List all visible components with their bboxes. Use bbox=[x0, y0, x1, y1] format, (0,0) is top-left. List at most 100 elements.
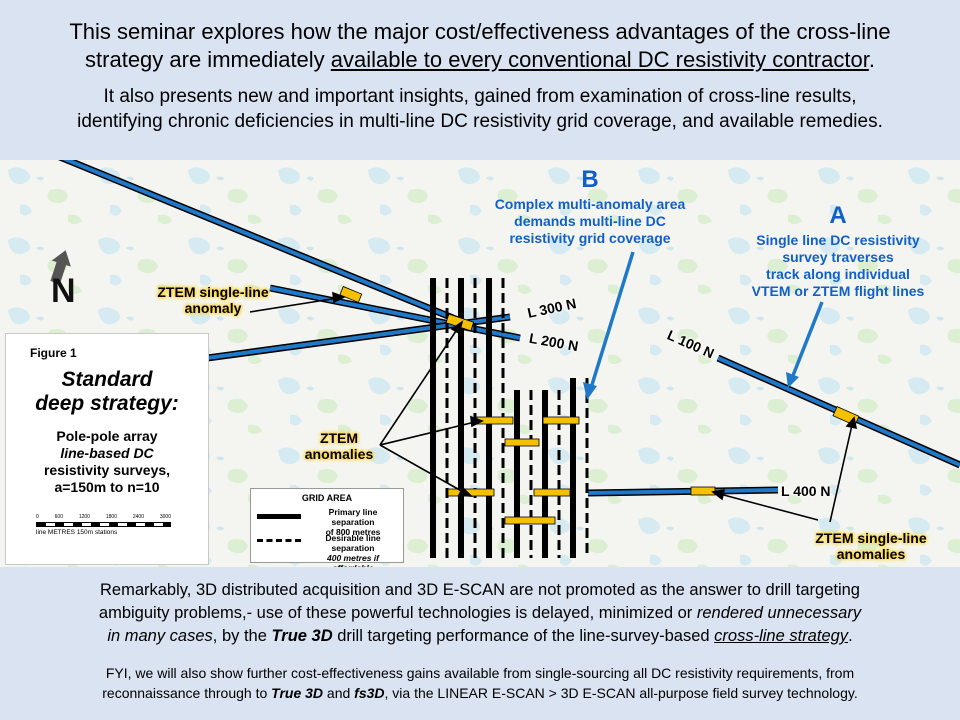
figure-title-line1: Standard bbox=[61, 368, 153, 391]
anomaly-marker bbox=[504, 516, 556, 525]
footer-p1-text: , by the bbox=[212, 627, 272, 645]
anomaly-marker bbox=[690, 486, 716, 496]
arrow-line bbox=[719, 493, 819, 521]
label-b-letter: B bbox=[581, 166, 599, 193]
footer-paragraph-1: Remarkably, 3D distributed acquisition a… bbox=[20, 579, 940, 648]
footer-p2-true3d: True 3D bbox=[271, 685, 324, 701]
anomaly-marker bbox=[504, 438, 540, 447]
footer-p1-text-2: drill targeting performance of the line-… bbox=[332, 627, 715, 645]
arrow-line bbox=[249, 297, 339, 313]
label-ztem-single-line2: anomaly bbox=[184, 300, 242, 316]
footer-p1-italic: rendered unnecessary bbox=[696, 604, 862, 622]
arrow-head bbox=[711, 488, 726, 501]
label-a-line3: track along individual bbox=[766, 266, 910, 282]
footer-p1-crossline: cross-line strategy bbox=[714, 627, 849, 645]
header-line3-text: identifying chronic deficiencies in mult… bbox=[77, 111, 883, 132]
anomaly-marker bbox=[339, 286, 363, 303]
footer-p1-italic-2: in many cases bbox=[107, 627, 213, 645]
anomaly-marker bbox=[533, 488, 571, 497]
label-ztem-single: ZTEM single-line anomaly bbox=[140, 284, 286, 316]
label-a-line4: VTEM or ZTEM flight lines bbox=[751, 283, 925, 299]
arrow-head bbox=[457, 486, 474, 497]
label-ztem-anomalies-line1: ZTEM bbox=[319, 430, 359, 446]
label-ztem-anomalies: ZTEM anomalies bbox=[294, 430, 384, 462]
scale-tick: 600 bbox=[54, 514, 63, 520]
scale-tick: 0 bbox=[36, 514, 39, 520]
flight-lines bbox=[29, 160, 960, 497]
figure-desc-line2: line-based DC bbox=[60, 445, 154, 461]
scale-tick: 3000 bbox=[159, 514, 171, 520]
footer-panel: Remarkably, 3D distributed acquisition a… bbox=[0, 567, 960, 720]
figure-desc-line3: resistivity surveys, bbox=[43, 462, 171, 478]
north-arrow-icon bbox=[50, 250, 71, 285]
label-l400: L 400 N bbox=[781, 483, 831, 499]
pointer-arrows bbox=[249, 291, 858, 523]
header-underlined-text: available to every conventional DC resis… bbox=[330, 47, 869, 72]
arrow-head bbox=[470, 415, 485, 428]
scale-bar: 0 600 1200 1800 2400 3000 line METRES 15… bbox=[36, 514, 171, 544]
flight-line-upper bbox=[61, 160, 471, 327]
header-panel: This seminar explores how the major cost… bbox=[0, 0, 960, 160]
legend-desirable-line2: 400 metres if affordable bbox=[327, 553, 379, 567]
figure-description: Pole-pole array line-based DC resistivit… bbox=[6, 428, 208, 496]
figure-desc-line1: Pole-pole array bbox=[56, 428, 158, 444]
label-ztem-anomalies-line2: anomalies bbox=[304, 446, 374, 462]
flight-line-l300 bbox=[269, 286, 521, 340]
scale-tick: 1200 bbox=[78, 514, 90, 520]
label-a-letter: A bbox=[829, 202, 847, 229]
figure-caption-box: Figure 1 Standard deep strategy: Pole-po… bbox=[5, 333, 209, 565]
footer-p1-period: . bbox=[848, 627, 853, 645]
arrow-a-line bbox=[790, 301, 824, 379]
blue-arrows bbox=[583, 251, 824, 400]
footer-p2-and: and bbox=[323, 685, 355, 701]
arrow-line bbox=[379, 327, 459, 446]
label-a-line1: Single line DC resistivity bbox=[756, 232, 920, 248]
footer-paragraph-2: FYI, we will also show further cost-effe… bbox=[10, 663, 950, 703]
figure-title: Standard deep strategy: bbox=[6, 368, 208, 416]
arrow-a-head bbox=[786, 372, 799, 388]
label-b-line2: demands multi-line DC bbox=[514, 213, 666, 229]
footer-p2-end: , via the LINEAR E-SCAN > 3D E-SCAN all-… bbox=[384, 685, 858, 701]
footer-p1-line2: ambiguity problems,- use of these powerf… bbox=[98, 604, 697, 622]
legend-desirable-line1: Desirable line separation bbox=[325, 533, 381, 553]
survey-map: N Figure 1 Standard deep strategy: Pole-… bbox=[0, 160, 960, 567]
label-ztem-singles-line2: anomalies bbox=[836, 546, 906, 562]
scale-tick: 2400 bbox=[132, 514, 144, 520]
scale-caption: line METRES 150m stations bbox=[36, 529, 118, 536]
header-line1b-text: strategy are immediately bbox=[85, 47, 331, 72]
label-b-line1: Complex multi-anomaly area bbox=[494, 196, 686, 212]
footer-p2-fs3d: fs3D bbox=[354, 685, 385, 701]
arrow-line bbox=[379, 421, 476, 446]
legend-primary: Primary line separation of 800 metres bbox=[307, 507, 399, 537]
arrow-b-head bbox=[583, 382, 597, 400]
footer-p2-line2: reconnaissance through to bbox=[102, 685, 272, 701]
arrow-line bbox=[829, 424, 853, 523]
figure-desc-line4: a=150m to n=10 bbox=[54, 479, 160, 495]
label-b-text: Complex multi-anomaly area demands multi… bbox=[470, 196, 710, 247]
label-ztem-single-line1: ZTEM single-line bbox=[157, 284, 269, 300]
flight-line-l400 bbox=[587, 488, 779, 495]
figure-title-line2: deep strategy: bbox=[35, 392, 179, 415]
footer-p1-true3d: True 3D bbox=[271, 627, 333, 645]
anomaly-markers bbox=[339, 286, 860, 525]
grid-legend: GRID AREA Primary line separation of 800… bbox=[250, 488, 404, 567]
header-line1-text: This seminar explores how the major cost… bbox=[69, 19, 891, 44]
figure-label: Figure 1 bbox=[30, 346, 77, 360]
scale-bar-graphic bbox=[36, 522, 171, 527]
arrow-head bbox=[845, 416, 858, 430]
label-a-text: Single line DC resistivity survey traver… bbox=[728, 232, 948, 300]
label-b-line3: resistivity grid coverage bbox=[509, 230, 671, 246]
legend-desirable: Desirable line separation 400 metres if … bbox=[307, 533, 399, 567]
arrow-b-line bbox=[589, 251, 635, 389]
footer-p1-line1: Remarkably, 3D distributed acquisition a… bbox=[100, 581, 860, 599]
north-arrow bbox=[50, 250, 71, 285]
legend-primary-line2: of 800 metres bbox=[325, 527, 381, 537]
arrow-head bbox=[450, 320, 464, 335]
legend-primary-line1: Primary line separation bbox=[328, 507, 378, 527]
header-statement: This seminar explores how the major cost… bbox=[0, 18, 960, 74]
header-line2-text: It also presents new and important insig… bbox=[103, 86, 857, 107]
scale-tick: 1800 bbox=[105, 514, 117, 520]
label-ztem-singles: ZTEM single-line anomalies bbox=[800, 530, 942, 562]
arrow-line bbox=[379, 444, 466, 494]
arrow-head bbox=[332, 291, 347, 304]
